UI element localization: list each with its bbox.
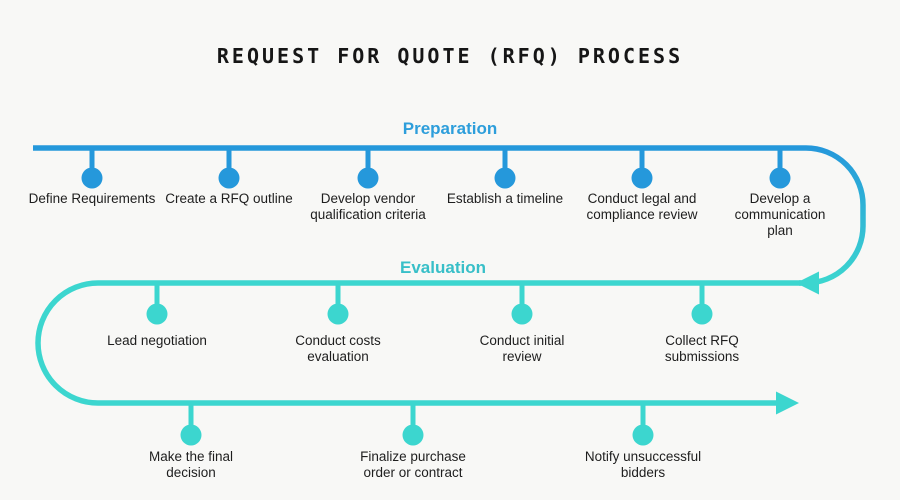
milestone-dot [631, 167, 653, 189]
step-label: Finalize purchase order or contract [360, 449, 466, 480]
step-label: Establish a timeline [446, 191, 564, 206]
step-label: Develop a communication plan [734, 191, 826, 238]
milestone-dot [180, 424, 202, 446]
step-label: Notify unsuccessful bidders [584, 449, 702, 480]
step-label: Collect RFQ submissions [664, 333, 740, 364]
milestone-dot [494, 167, 516, 189]
milestone-dot [218, 167, 240, 189]
step-label: Conduct costs evaluation [295, 333, 381, 364]
step-label: Conduct legal and compliance review [586, 191, 698, 222]
milestone-dot [691, 303, 713, 325]
arrow-right-icon [776, 391, 799, 415]
milestone-dot [402, 424, 424, 446]
step-label: Make the final decision [148, 449, 234, 480]
milestone-dot [632, 424, 654, 446]
step-label: Develop vendor qualification criteria [310, 191, 426, 222]
milestone-dot [146, 303, 168, 325]
page-title: REQUEST FOR QUOTE (RFQ) PROCESS [216, 44, 684, 68]
timeline-path-evaluation [35, 280, 801, 406]
phase-label-preparation: Preparation [402, 119, 498, 138]
phase-label-evaluation: Evaluation [400, 258, 486, 277]
milestone-dot [357, 167, 379, 189]
step-label: Lead negotiation [107, 333, 207, 348]
step-label: Define Requirements [28, 191, 156, 206]
milestone-dot [511, 303, 533, 325]
step-label: Create a RFQ outline [165, 191, 293, 206]
milestone-dot [81, 167, 103, 189]
step-label: Conduct initial review [479, 333, 565, 364]
timeline-path-preparation [33, 145, 866, 286]
milestone-dot [769, 167, 791, 189]
milestone-dot [327, 303, 349, 325]
arrow-left-icon [796, 271, 819, 295]
